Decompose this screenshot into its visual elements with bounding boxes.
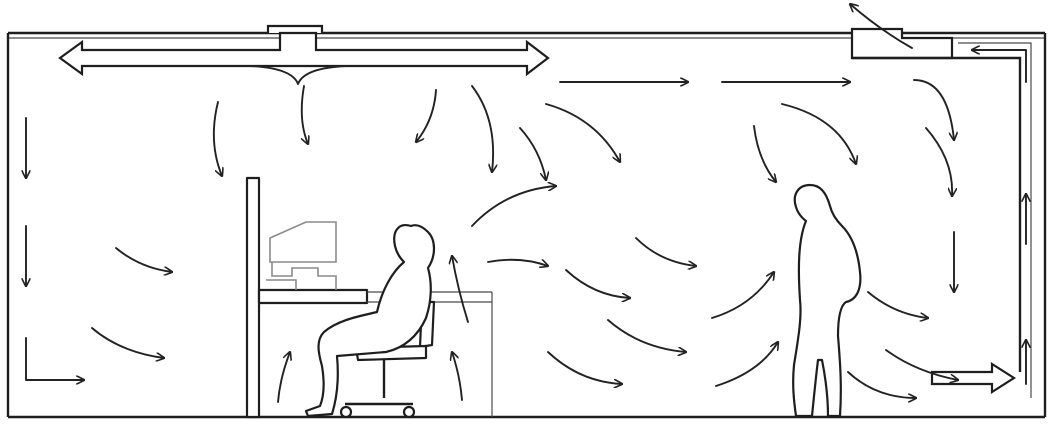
return-duct-outline <box>852 56 1022 372</box>
airflow-arrow <box>925 127 952 196</box>
seated-person <box>304 224 436 418</box>
airflow-arrow <box>91 327 164 358</box>
desk-top <box>257 288 369 305</box>
airflow-arrow <box>635 237 696 266</box>
airflow-arrow <box>711 272 774 319</box>
airflow-arrow <box>607 319 686 352</box>
room-outline <box>6 31 1047 419</box>
airflow-arrow <box>212 101 222 176</box>
airflow-arrow <box>971 50 1027 83</box>
keyboard <box>266 279 297 290</box>
airflow-arrow <box>781 103 856 164</box>
floor-return-arrow <box>930 361 1017 395</box>
airflow-arrow <box>867 291 928 318</box>
standing-person <box>792 183 862 418</box>
airflow-arrow <box>452 256 469 323</box>
diffuser-neck <box>266 24 324 33</box>
airflow-arrow <box>471 186 556 227</box>
chair-wheel-right <box>402 405 416 419</box>
diffuser-split-brace <box>249 65 347 85</box>
airflow-arrow <box>452 352 463 401</box>
computer-monitor <box>266 221 337 290</box>
airflow-arrow <box>913 79 954 140</box>
airflow-arrow <box>25 337 85 380</box>
monitor-base <box>271 262 337 290</box>
airflow-arrow <box>277 352 290 403</box>
return-air-duct <box>852 42 1032 398</box>
airflow-arrow <box>850 4 913 49</box>
workstation <box>245 176 493 419</box>
airflow-arrow <box>519 127 546 180</box>
airflow-arrow <box>547 351 622 384</box>
airflow-arrow <box>545 103 620 162</box>
airflow-arrow <box>885 349 958 380</box>
airflow-arrow <box>302 85 308 144</box>
airflow-arrow <box>487 258 548 266</box>
airflow-arrow <box>115 247 172 272</box>
ceiling-supply-diffuser <box>58 24 550 85</box>
airflow-arrow <box>715 342 778 387</box>
airflow-arrow <box>753 125 776 182</box>
airflow-arrow <box>565 269 630 298</box>
airflow-arrow <box>416 89 437 142</box>
airflow-arrows <box>25 4 1027 403</box>
diffuser-double-arrow <box>58 31 550 77</box>
airflow-arrow <box>847 371 917 398</box>
return-duct-inner <box>958 42 1032 398</box>
chair-wheel-left <box>339 405 353 419</box>
workstation-partition <box>245 176 261 419</box>
airflow-arrow <box>471 85 493 172</box>
monitor-screen <box>269 221 337 263</box>
